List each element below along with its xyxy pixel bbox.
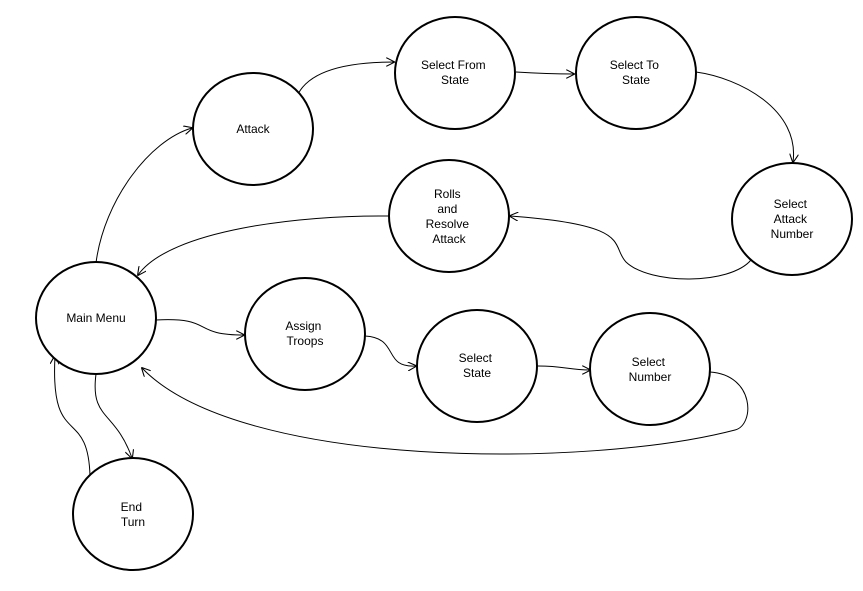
node-select-to-state[interactable]: Select To State (575, 16, 697, 130)
edge-main-menu-to-end-turn (94, 373, 132, 458)
node-label-end-turn: End Turn (121, 500, 146, 529)
node-rolls-resolve-attack[interactable]: Rolls and Resolve Attack (388, 159, 510, 273)
node-select-number[interactable]: Select Number (589, 312, 711, 426)
node-assign-troops[interactable]: Assign Troops (244, 277, 366, 391)
node-select-from-state[interactable]: Select From State (394, 16, 516, 130)
edge-assign-troops-to-select-state (364, 335, 416, 366)
node-label-select-from-state: Select From State (421, 58, 489, 87)
edge-select-attack-number-to-rolls (510, 216, 752, 280)
edges (55, 62, 794, 477)
node-main-menu[interactable]: Main Menu (35, 261, 157, 375)
node-label-select-attack-number: Select Attack Number (771, 197, 814, 241)
edge-main-menu-to-assign-troops (155, 319, 244, 335)
edge-rolls-to-main-menu (138, 215, 389, 275)
node-label-main-menu: Main Menu (66, 311, 125, 325)
node-label-rolls-resolve-attack: Rolls and Resolve Attack (426, 187, 473, 246)
node-label-attack: Attack (236, 122, 270, 136)
edge-select-state-to-select-number (537, 366, 590, 370)
node-end-turn[interactable]: End Turn (72, 457, 194, 571)
node-label-select-state: Select State (459, 351, 496, 380)
edge-select-number-to-main-menu (142, 368, 749, 455)
node-attack[interactable]: Attack (192, 72, 314, 186)
node-label-assign-troops: Assign Troops (285, 319, 324, 348)
node-label-select-number: Select Number (629, 355, 672, 384)
node-label-select-to-state: Select To State (610, 58, 663, 87)
edge-end-turn-to-main-menu (55, 356, 91, 477)
node-select-state[interactable]: Select State (416, 309, 538, 423)
node-select-attack-number[interactable]: Select Attack Number (731, 162, 853, 276)
edge-main-menu-to-attack (95, 128, 192, 264)
edge-select-from-state-to-select-to-state (515, 72, 574, 74)
edge-select-to-state-to-select-attack-number (695, 71, 794, 162)
edge-attack-to-select-from-state (297, 62, 394, 95)
